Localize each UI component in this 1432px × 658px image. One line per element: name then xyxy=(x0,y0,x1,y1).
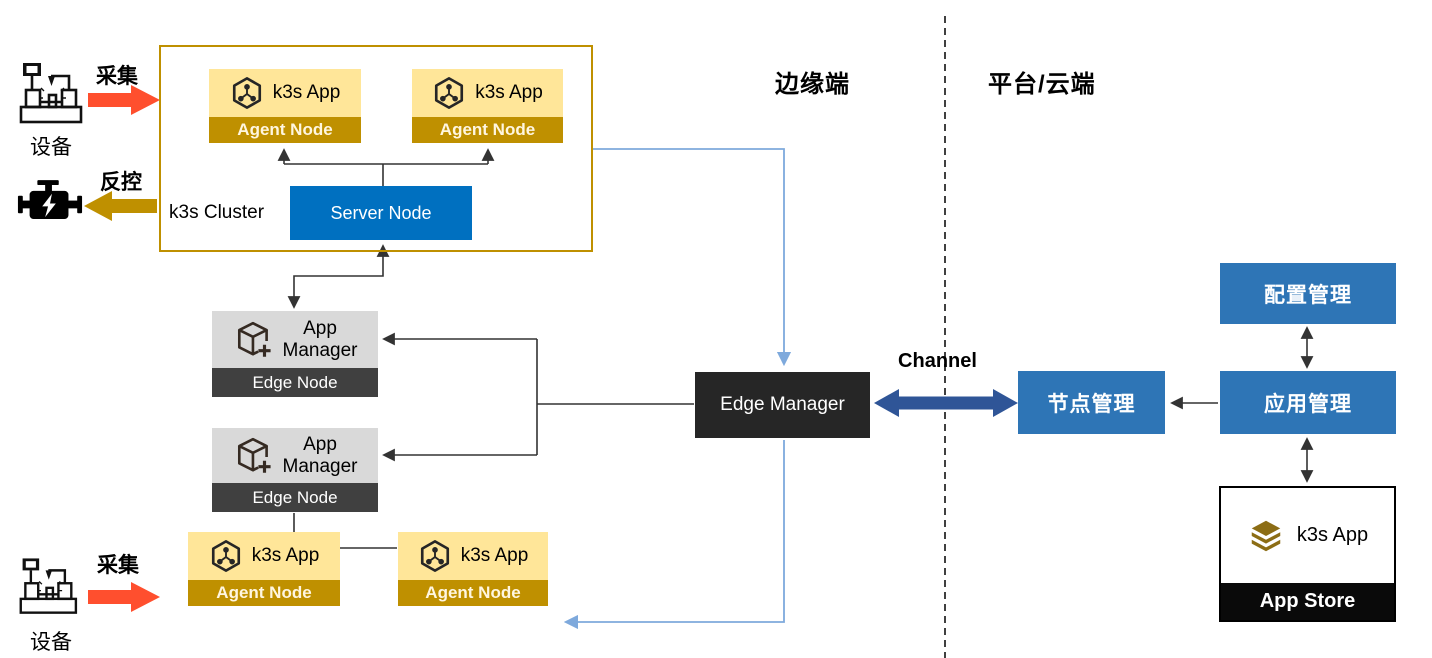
app-manager-label-line2: Manager xyxy=(282,455,358,477)
agent-node-box-2: k3s App Agent Node xyxy=(412,69,563,143)
agent-node-label: Agent Node xyxy=(398,580,548,606)
k3s-app-label: k3s App xyxy=(460,545,529,566)
collect-arrow-bottom xyxy=(88,582,160,612)
edge-side-label: 边缘端 xyxy=(775,71,850,98)
k3s-app-label: k3s App xyxy=(1296,524,1369,546)
node-management-box: 节点管理 xyxy=(1018,371,1165,434)
app-store-label: App Store xyxy=(1221,583,1394,620)
device-label-top: 设备 xyxy=(30,136,72,159)
edgemanager-agents-link xyxy=(563,440,785,630)
hexagon-network-icon xyxy=(420,540,449,572)
channel-arrow xyxy=(874,389,1018,417)
machine-device-icon xyxy=(19,558,78,614)
app-manager-label-line2: Manager xyxy=(282,339,358,361)
engine-icon xyxy=(17,180,83,220)
cluster-edgemanager-link xyxy=(593,148,792,367)
agent-node-label: Agent Node xyxy=(412,117,563,143)
device-label-bottom: 设备 xyxy=(30,631,72,654)
edge-node-box-1: App Manager Edge Node xyxy=(212,311,378,397)
agent-node-box-3: k3s App Agent Node xyxy=(188,532,340,606)
app-store-box: k3s App App Store xyxy=(1219,486,1396,622)
app-manager-label-line1: App xyxy=(303,434,337,456)
k3s-app-label: k3s App xyxy=(272,82,341,103)
k3s-cluster-label: k3s Cluster xyxy=(169,202,265,223)
hexagon-network-icon xyxy=(435,77,464,109)
app-manager-label-line1: App xyxy=(303,318,337,340)
cloud-side-label: 平台/云端 xyxy=(988,71,1096,98)
agent-node-box-1: k3s App Agent Node xyxy=(209,69,361,143)
control-label: 反控 xyxy=(100,171,142,194)
cube-plus-icon xyxy=(237,437,271,473)
hexagon-network-icon xyxy=(232,77,261,109)
layers-icon xyxy=(1251,520,1281,551)
app-management-box: 应用管理 xyxy=(1220,371,1396,434)
k3s-app-label: k3s App xyxy=(475,82,543,103)
edge-node-label: Edge Node xyxy=(212,483,378,512)
k3s-cluster-box xyxy=(159,45,593,252)
k3s-app-label: k3s App xyxy=(251,545,320,566)
config-management-box: 配置管理 xyxy=(1220,263,1396,324)
agent-node-box-4: k3s App Agent Node xyxy=(398,532,548,606)
channel-label: Channel xyxy=(898,350,977,372)
edge-node-box-2: App Manager Edge Node xyxy=(212,428,378,512)
collect-label-top: 采集 xyxy=(96,65,138,88)
hexagon-network-icon xyxy=(211,540,240,572)
edge-manager-box: Edge Manager xyxy=(695,372,870,438)
agent-node-label: Agent Node xyxy=(209,117,361,143)
machine-device-icon xyxy=(19,63,83,124)
cube-plus-icon xyxy=(237,321,271,357)
edgemanager-to-appmanagers-connector xyxy=(382,332,694,462)
agent-node-label: Agent Node xyxy=(188,580,340,606)
server-appmanager-connector xyxy=(287,244,390,309)
collect-label-bottom: 采集 xyxy=(97,554,139,577)
edge-node-label: Edge Node xyxy=(212,368,378,397)
server-node-box: Server Node xyxy=(290,186,472,240)
